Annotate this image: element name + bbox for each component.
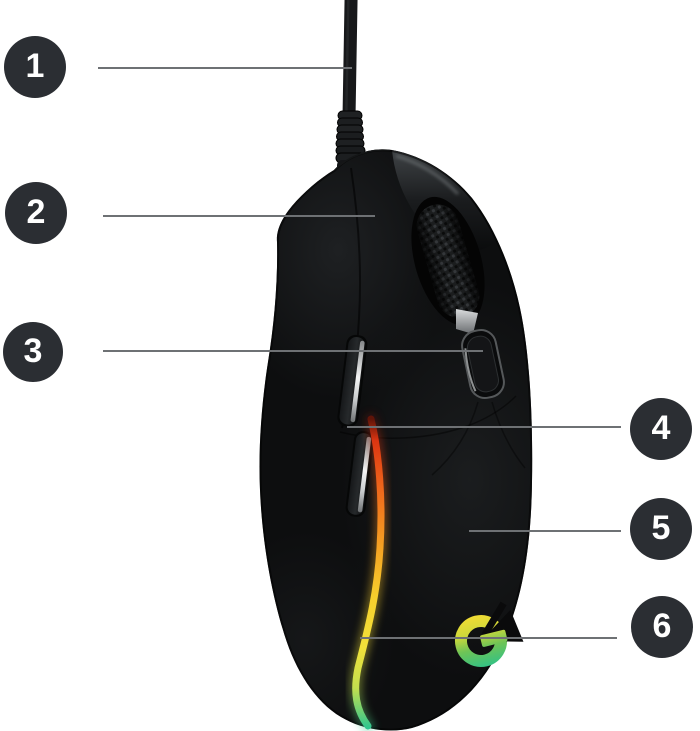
callout-line-cable xyxy=(98,67,352,69)
callout-number: 6 xyxy=(652,607,672,645)
callout-number: 3 xyxy=(23,332,43,370)
callout-number: 1 xyxy=(25,47,45,85)
side-button-back xyxy=(345,431,374,517)
callout-line-dpi-button xyxy=(103,350,483,352)
callout-badge-2: 2 xyxy=(5,182,67,244)
callout-line-lighting xyxy=(360,637,617,639)
side-button-forward xyxy=(337,334,368,427)
wheel-glint xyxy=(456,309,478,334)
callout-line-side-buttons xyxy=(347,426,621,428)
callout-line-left-button xyxy=(103,215,375,217)
callout-badge-1: 1 xyxy=(4,36,66,98)
rgb-lighting-strip xyxy=(349,412,388,731)
callout-line-body xyxy=(469,530,621,532)
callout-badge-5: 5 xyxy=(630,498,692,560)
scroll-wheel xyxy=(411,196,485,334)
callout-number: 4 xyxy=(651,409,671,447)
callout-number: 2 xyxy=(26,193,46,231)
callout-badge-4: 4 xyxy=(630,398,692,460)
callout-badge-3: 3 xyxy=(3,322,63,382)
callout-badge-6: 6 xyxy=(631,596,693,658)
mouse-cable xyxy=(342,0,358,123)
callout-number: 5 xyxy=(651,509,671,547)
